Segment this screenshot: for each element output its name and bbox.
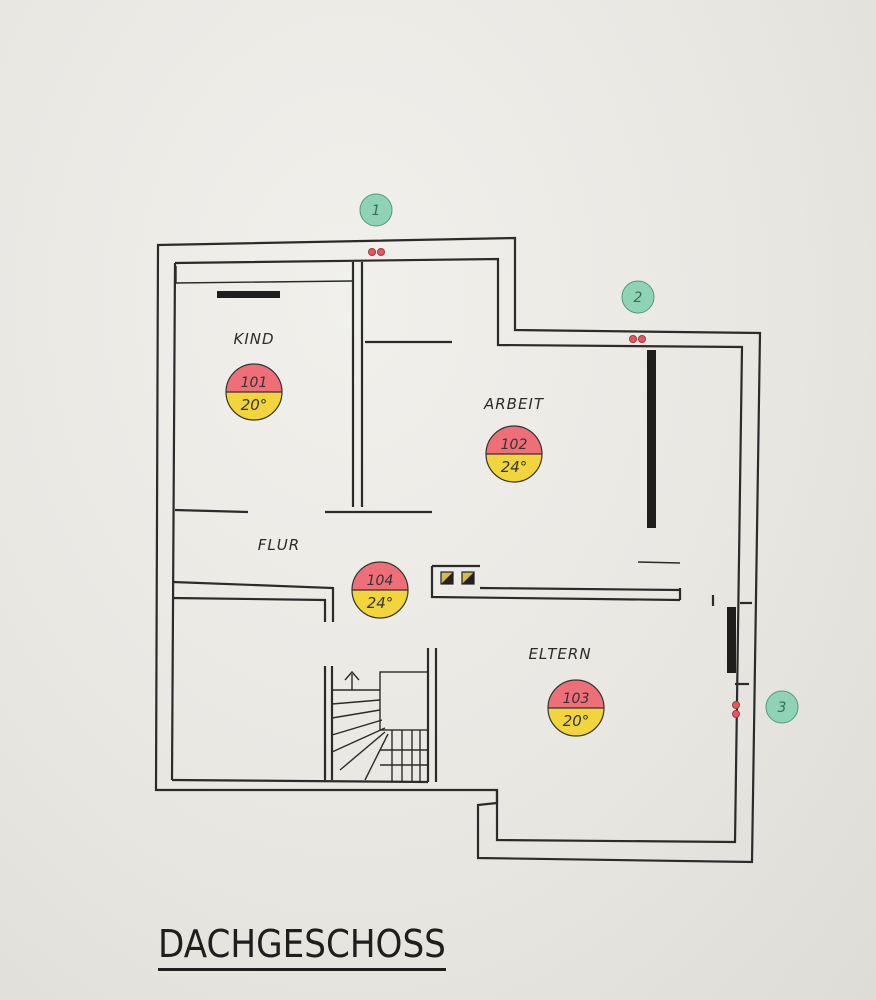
chimney: [440, 571, 475, 585]
window-sensors: [368, 248, 740, 718]
radiator-eltern: [727, 607, 736, 673]
staircase: [331, 670, 429, 781]
outer-walls: [154, 236, 762, 864]
radiators: [217, 291, 736, 673]
radiator-arbeit: [647, 350, 656, 528]
room-temperature-eltern: 20°: [563, 712, 590, 730]
sensor-1-icon: [368, 248, 385, 256]
radiator-kind: [217, 291, 280, 298]
sensor-2-icon: [629, 335, 646, 343]
room-temperature-kind: 20°: [241, 396, 268, 414]
room-temperature-flur: 24°: [367, 594, 394, 612]
room-temperature-arbeit: 24°: [501, 458, 528, 476]
room-number-flur: 104: [367, 573, 394, 589]
room-badge-arbeit: 102 24°: [485, 425, 543, 483]
marker-2-label: 2: [634, 290, 643, 306]
interior-walls: [171, 262, 752, 784]
marker-1-label: 1: [372, 203, 381, 219]
room-number-arbeit: 102: [501, 437, 528, 453]
sensor-3-icon: [732, 701, 740, 718]
room-badge-flur: 104 24°: [351, 561, 409, 619]
room-label-eltern: ELTERN: [528, 645, 591, 663]
room-label-kind: KIND: [233, 330, 274, 348]
floor-title: DACHGESCHOSS: [158, 922, 446, 971]
marker-3: 3: [765, 690, 799, 724]
room-badge-kind: 101 20°: [225, 363, 283, 421]
marker-3-label: 3: [778, 700, 787, 716]
room-badge-eltern: 103 20°: [547, 679, 605, 737]
room-number-kind: 101: [241, 375, 268, 391]
marker-1: 1: [359, 193, 393, 227]
room-number-eltern: 103: [563, 691, 590, 707]
marker-2: 2: [621, 280, 655, 314]
room-label-arbeit: ARBEIT: [483, 395, 545, 413]
room-label-flur: FLUR: [258, 536, 300, 554]
